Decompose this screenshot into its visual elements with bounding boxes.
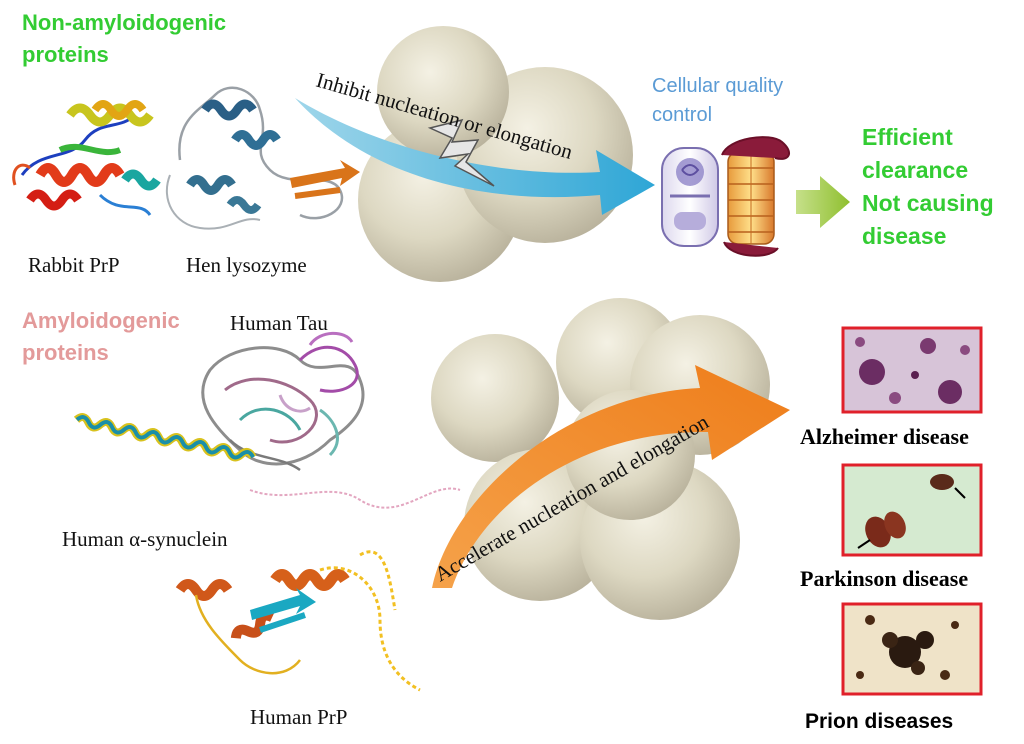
lightning-icon xyxy=(427,118,495,187)
non-amyloidogenic-label-line2: proteins xyxy=(22,42,109,67)
outcome-line-2: clearance xyxy=(862,157,968,183)
quality-control-label-line2: control xyxy=(652,104,712,126)
human-tau-structure xyxy=(201,331,365,472)
rabbit-prp-label: Rabbit PrP xyxy=(28,253,120,277)
inhibit-arrow xyxy=(295,98,655,215)
prion-image xyxy=(841,602,983,696)
chaperone-icon xyxy=(661,147,719,247)
rabbit-prp-structure xyxy=(12,100,161,216)
proteasome-icon xyxy=(721,136,791,257)
accelerate-arrow xyxy=(432,365,790,588)
parkinson-image xyxy=(841,463,983,557)
bottom-aggregate xyxy=(431,298,770,620)
parkinson-label: Parkinson disease xyxy=(800,566,968,591)
alzheimer-label: Alzheimer disease xyxy=(800,424,969,449)
outcome-line-1: Efficient xyxy=(862,124,953,150)
human-prp-structure xyxy=(175,550,421,692)
non-amyloidogenic-label-line1: Non-amyloidogenic xyxy=(22,10,226,35)
alzheimer-image xyxy=(841,326,983,414)
clearance-arrow xyxy=(796,176,850,228)
prion-label: Prion diseases xyxy=(805,710,953,733)
human-tau-label: Human Tau xyxy=(230,311,328,335)
amyloidogenic-label-line1: Amyloidogenic xyxy=(22,308,180,333)
human-alpha-synuclein-label: Human α-synuclein xyxy=(62,527,228,551)
outcome-line-3: Not causing xyxy=(862,190,994,216)
outcome-line-4: disease xyxy=(862,223,946,249)
quality-control-label-line1: Cellular quality xyxy=(652,75,783,97)
human-prp-label: Human PrP xyxy=(250,705,347,729)
human-alpha-synuclein-structure xyxy=(73,413,461,509)
amyloidogenic-label-line2: proteins xyxy=(22,340,109,365)
hen-lysozyme-label: Hen lysozyme xyxy=(186,253,307,277)
hen-lysozyme-structure xyxy=(165,86,360,230)
